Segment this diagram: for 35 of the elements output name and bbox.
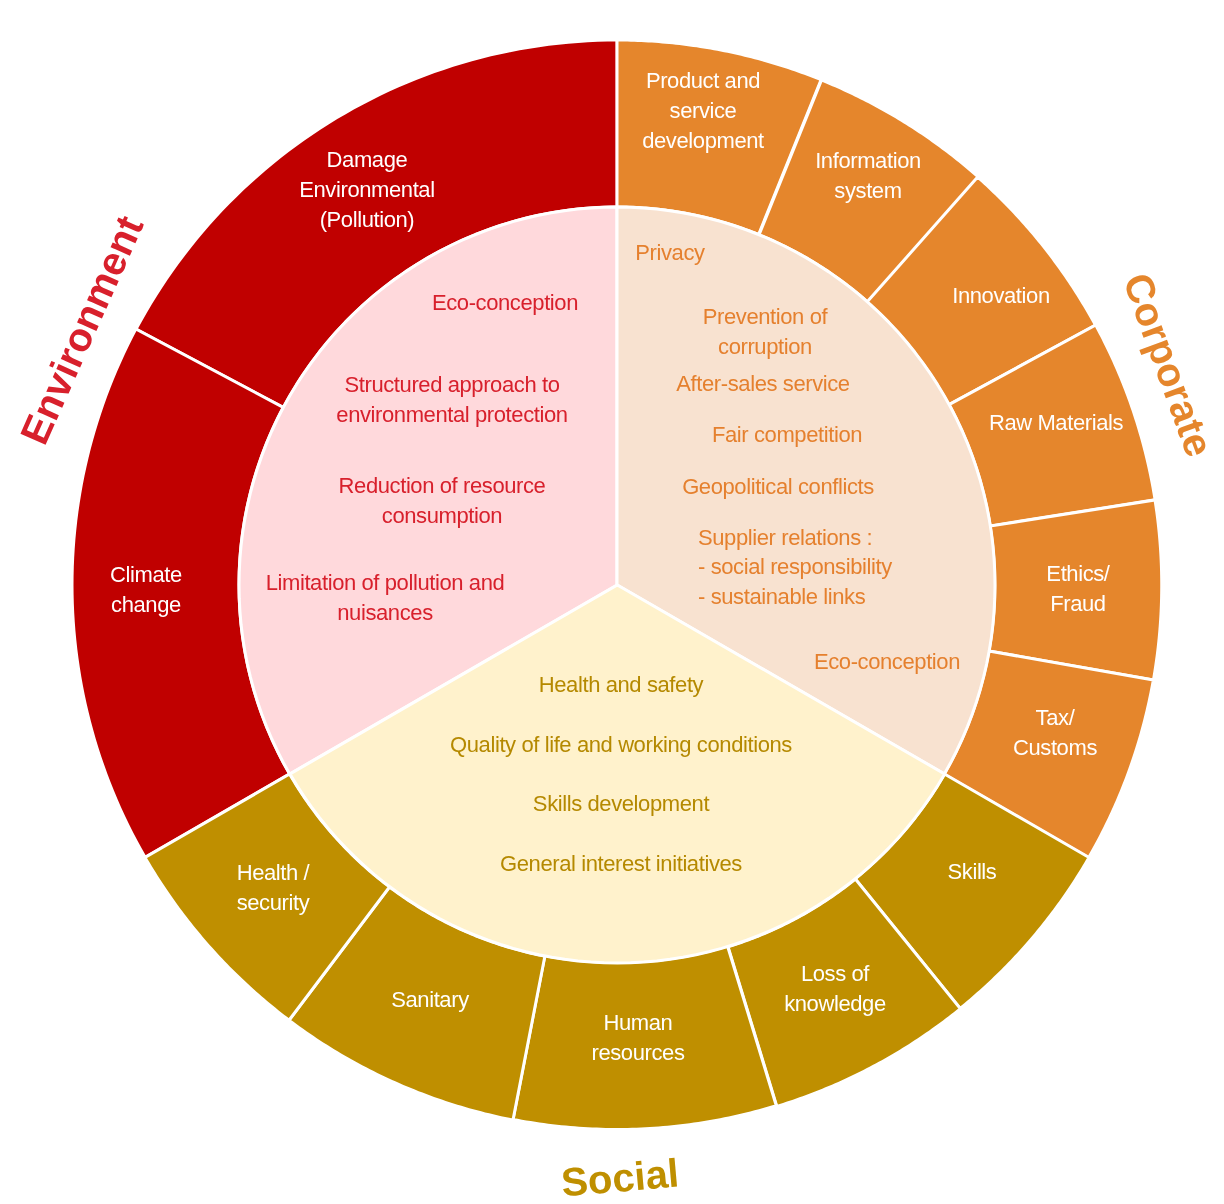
ring-segment	[145, 774, 390, 1021]
segment-label: Innovation	[952, 282, 1050, 310]
segment-label: Sanitary	[391, 986, 469, 1014]
segment-label: Tax/ Customs	[1012, 704, 1098, 762]
topic-text: Reduction of resource consumption	[337, 472, 547, 530]
topic-text: Limitation of pollution and nuisances	[264, 569, 506, 627]
topic-text: - sustainable links	[698, 583, 866, 611]
segment-label: Health / security	[235, 859, 311, 917]
topic-text: Structured approach to environmental protection	[335, 371, 569, 429]
ring-segment	[989, 499, 1162, 680]
segment-label: Raw Materials	[988, 409, 1124, 437]
segment-label: Human resources	[590, 1009, 686, 1067]
topic-text: Eco-conception	[431, 289, 579, 317]
segment-label: Damage Environmental (Pollution)	[298, 146, 436, 234]
topic-text: Skills development	[532, 790, 710, 818]
topic-text: Prevention of corruption	[701, 303, 829, 361]
ring-segment	[513, 946, 777, 1130]
segment-label: Ethics/ Fraud	[1045, 560, 1111, 618]
topic-text: Eco-conception	[813, 648, 961, 676]
topic-text: Privacy	[635, 239, 705, 267]
segment-label: Skills	[947, 858, 997, 886]
segment-label: Product and service development	[641, 67, 765, 155]
category-label: Social	[559, 1150, 681, 1204]
topic-text: After-sales service	[676, 370, 850, 398]
topic-text: Geopolitical conflicts	[682, 473, 874, 501]
ring-segment	[727, 878, 960, 1107]
topic-text: Supplier relations :	[698, 524, 873, 552]
segment-label: Climate change	[109, 561, 183, 619]
topic-text: Fair competition	[711, 421, 863, 449]
topic-text: - social responsibility	[698, 553, 892, 581]
topic-text: Quality of life and working conditions	[450, 731, 792, 759]
topic-text: Health and safety	[538, 671, 704, 699]
segment-label: Loss of knowledge	[783, 960, 887, 1018]
topic-text: General interest initiatives	[500, 850, 742, 878]
segment-label: Information system	[814, 147, 922, 205]
